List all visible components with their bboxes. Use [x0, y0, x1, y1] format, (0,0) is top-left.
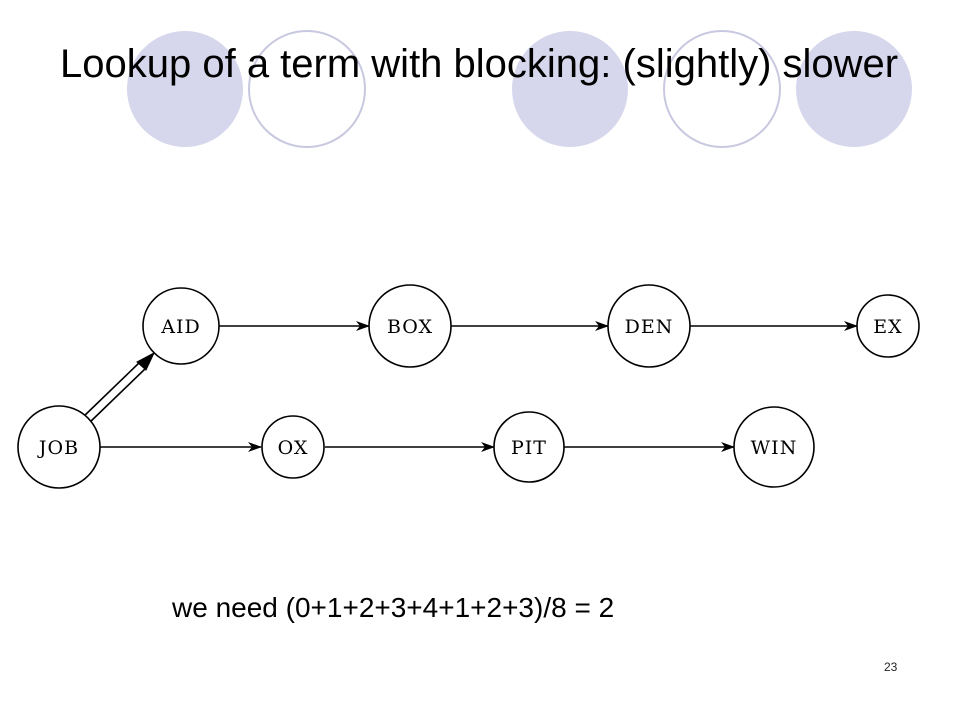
node-label-aid: AID: [160, 316, 200, 338]
skip-pointer-job-aid: [81, 351, 156, 425]
node-labels: AID BOX DEN EX JOB OX PIT WIN: [37, 316, 902, 459]
node-label-ex: EX: [873, 316, 902, 338]
decorative-circles: [127, 30, 912, 148]
node-label-box: BOX: [387, 316, 433, 338]
deco-circle: [796, 31, 912, 147]
node-job-circle: [17, 405, 101, 489]
diagram-nodes: [17, 284, 920, 489]
node-den-circle: [607, 284, 691, 368]
node-aid-circle: [142, 287, 220, 365]
node-label-job: JOB: [37, 437, 79, 459]
diagram-edges: [81, 321, 858, 452]
node-label-ox: OX: [278, 437, 309, 459]
deco-circle: [248, 30, 366, 148]
slide-title: Lookup of a term with blocking: (slightl…: [60, 42, 899, 86]
node-pit-circle: [493, 411, 565, 483]
node-box-circle: [368, 284, 452, 368]
node-label-pit: PIT: [511, 437, 547, 459]
node-ox-circle: [261, 415, 325, 479]
node-label-den: DEN: [625, 316, 674, 338]
node-label-win: WIN: [751, 437, 798, 459]
deco-circle: [512, 31, 628, 147]
deco-circle: [127, 31, 243, 147]
deco-circle: [663, 30, 781, 148]
node-win-circle: [733, 406, 815, 488]
page-number: 23: [884, 660, 898, 674]
node-ex-circle: [856, 294, 920, 358]
average-steps-formula: we need (0+1+2+3+4+1+2+3)/8 = 2: [172, 592, 615, 623]
